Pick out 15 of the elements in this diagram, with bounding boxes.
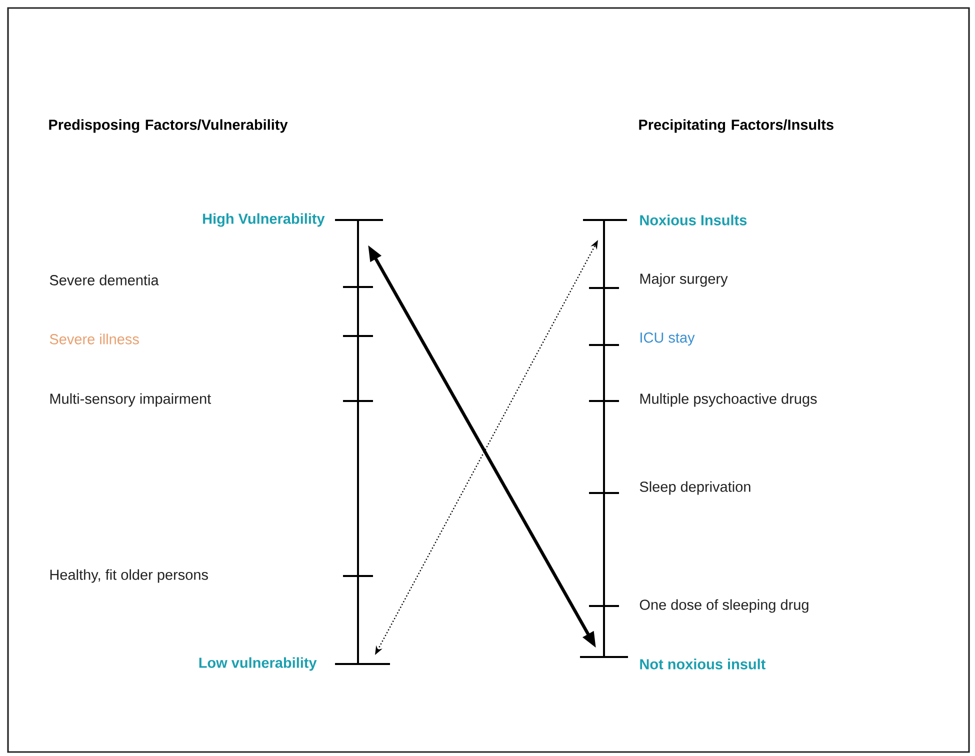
- scale-label: Severe dementia: [50, 274, 159, 286]
- scale-label: Severe illness: [50, 334, 139, 344]
- column-heading: Precipitating Factors/Insults: [639, 119, 834, 133]
- scale-label: Noxious Insults: [640, 214, 747, 226]
- scale-label: One dose of sleeping drug: [640, 599, 808, 613]
- scale-label: Major surgery: [640, 273, 728, 287]
- scale-label: ICU stay: [640, 332, 695, 346]
- column-heading: Predisposing Factors/Vulnerability: [49, 119, 288, 133]
- scale-label: High Vulnerability: [203, 213, 325, 227]
- scale-label: Not noxious insult: [640, 658, 766, 670]
- scale-label: Multiple psychoactive drugs: [640, 393, 817, 407]
- scale-label: Sleep deprivation: [640, 481, 750, 495]
- scale-label: Healthy, fit older persons: [50, 569, 208, 583]
- scale-label: Low vulnerability: [199, 657, 317, 671]
- scale-label: Multi-sensory impairment: [50, 393, 211, 407]
